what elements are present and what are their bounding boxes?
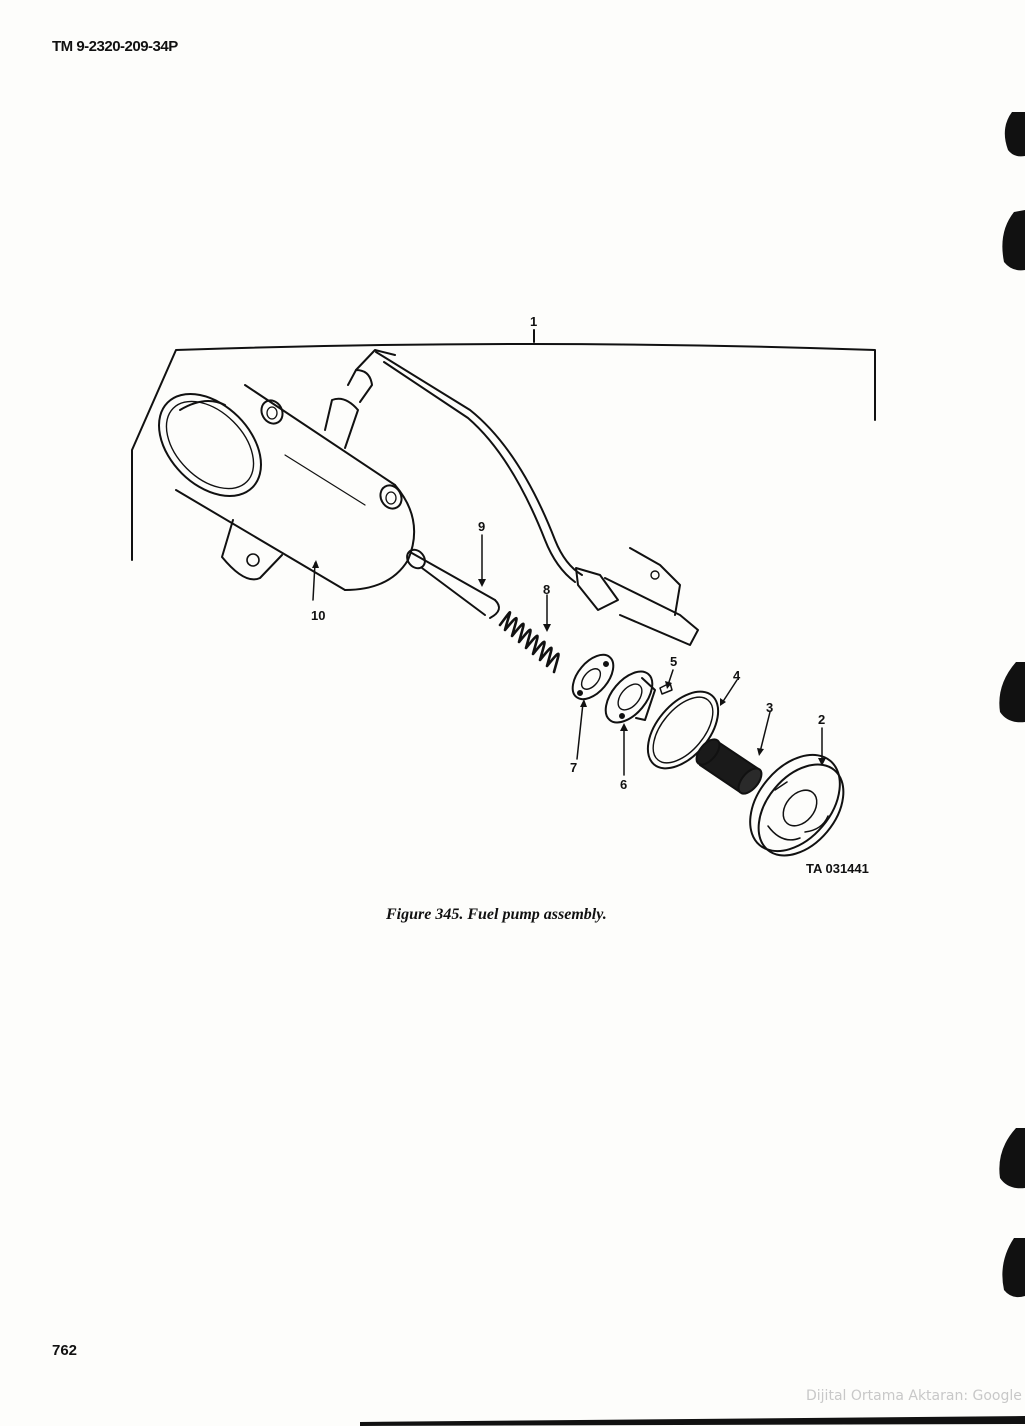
- callout-10: 10: [311, 608, 325, 623]
- plunger: [406, 548, 500, 619]
- callout-5: 5: [670, 654, 677, 669]
- cover: [749, 753, 845, 857]
- callout-7: 7: [570, 760, 577, 775]
- callout-6: 6: [620, 777, 627, 792]
- pump-housing: [158, 349, 416, 591]
- callout-3: 3: [766, 700, 773, 715]
- callout-2: 2: [818, 712, 825, 727]
- fuel-line: [375, 351, 699, 646]
- document-id: TM 9-2320-209-34P: [52, 38, 178, 55]
- filter: [695, 738, 763, 795]
- figure-caption: Figure 345. Fuel pump assembly.: [386, 906, 607, 923]
- plate: [571, 653, 615, 701]
- callout-4: 4: [733, 668, 741, 683]
- scan-margin-marks: [360, 112, 1025, 1426]
- ta-number: TA 031441: [806, 861, 869, 876]
- assembly-bracket: [131, 329, 876, 561]
- watermark: Dijital Ortama Aktaran: Google: [806, 1388, 1022, 1404]
- page-number: 762: [52, 1342, 78, 1359]
- leader-lines: [312, 534, 823, 776]
- valve-body: [604, 670, 656, 724]
- spring: [498, 611, 560, 674]
- callout-8: 8: [543, 582, 550, 597]
- callout-9: 9: [478, 519, 485, 534]
- callout-1: 1: [530, 314, 537, 329]
